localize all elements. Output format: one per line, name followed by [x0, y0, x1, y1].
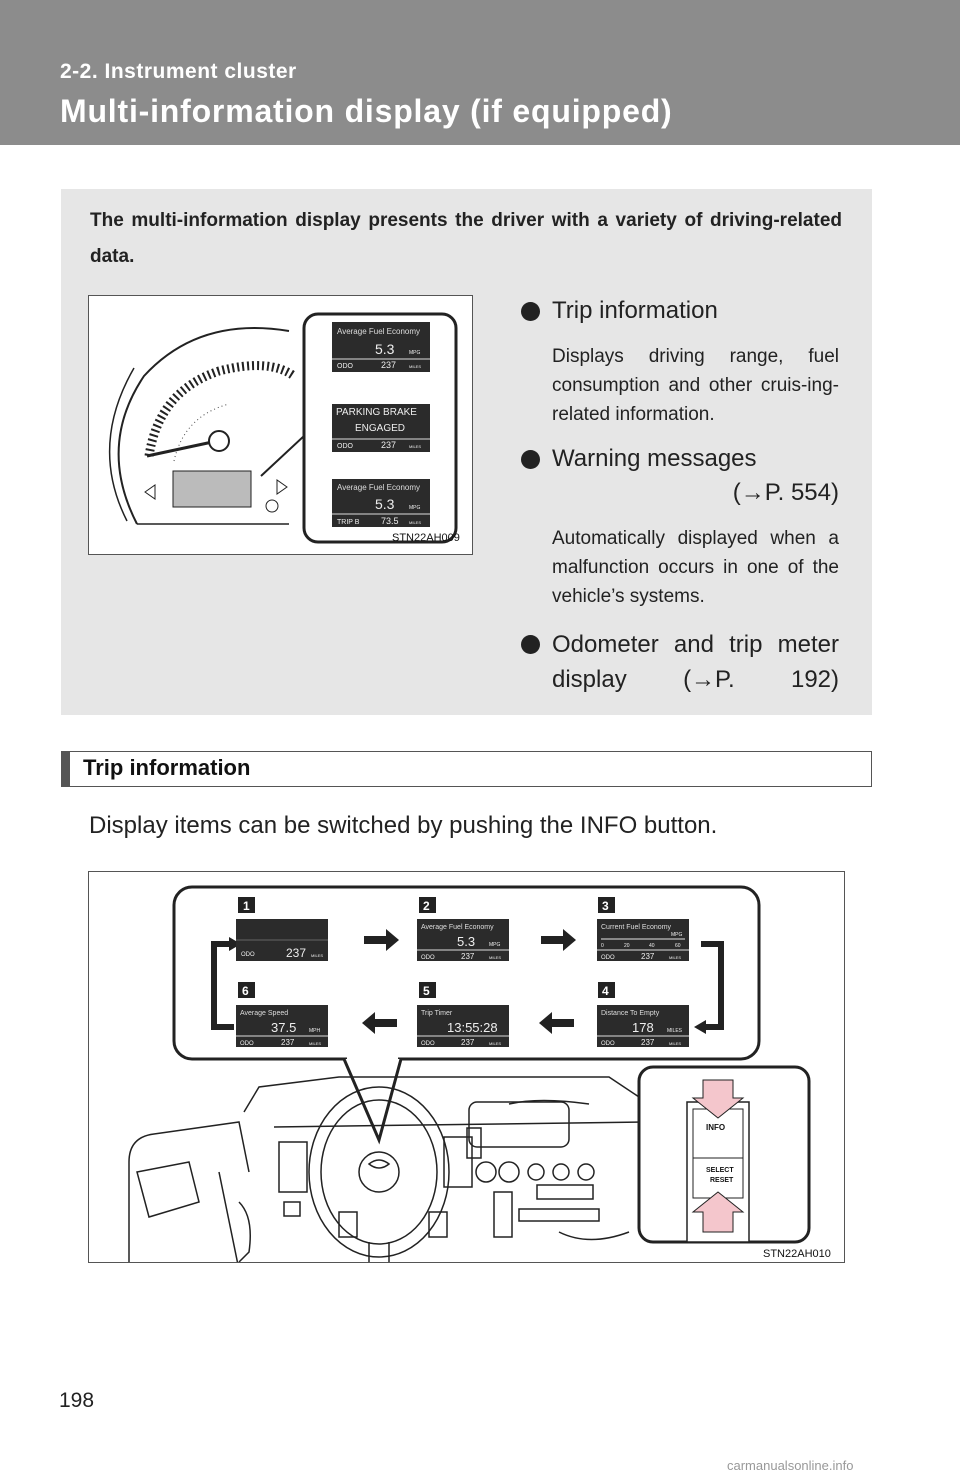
bullet-list: Trip information Displays driving range,…	[521, 294, 839, 697]
screen-6-odo-unit: MILES	[309, 1041, 321, 1046]
callout-2-line2: ENGAGED	[355, 423, 405, 434]
screen-3-scale-20: 20	[624, 943, 630, 949]
trip-paragraph: Display items can be switched by pushing…	[89, 812, 718, 839]
screen-1-odo-label: ODO	[241, 952, 255, 958]
screen-2-odo-value: 237	[461, 952, 475, 961]
screen-3-title: Current Fuel Economy	[601, 924, 672, 931]
screen-4-title: Distance To Empty	[601, 1010, 660, 1017]
callout-3-odo-value: 73.5	[381, 516, 399, 526]
bullet-desc: Automatically displayed when a malfuncti…	[552, 528, 839, 607]
intro-box: The multi-information display presents t…	[61, 189, 872, 715]
screen-1-number: 1	[243, 899, 250, 913]
figure-code: STN22AH009	[392, 532, 460, 544]
screen-2-odo-unit: MILES	[489, 955, 501, 960]
screen-5-odo-value: 237	[461, 1038, 475, 1047]
watermark[interactable]: carmanualsonline.info	[727, 1458, 854, 1473]
screen-3-number: 3	[602, 899, 609, 913]
screen-2-number: 2	[423, 899, 430, 913]
select-button-label: SELECT	[706, 1167, 734, 1174]
screen-5-number: 5	[423, 984, 430, 998]
page-number: 198	[59, 1389, 95, 1412]
display-cycle-illustration: 1 2 3 4 5 6 ODO 237 MILES Average Fuel E…	[128, 885, 811, 1262]
screen-4-number: 4	[602, 984, 609, 998]
screen-1-unit: MILES	[311, 953, 323, 958]
bullet-ref: (→P. 192)	[683, 666, 840, 693]
section-label: 2-2. Instrument cluster	[60, 60, 297, 83]
screen-1-value: 237	[286, 946, 306, 960]
screen-3-scale-40: 40	[649, 943, 655, 949]
callout-1-odo-unit: MILES	[409, 364, 421, 369]
instrument-cluster-figure: Average Fuel Economy 5.3 MPG ODO 237 MIL…	[88, 295, 473, 555]
reset-button-label: RESET	[710, 1177, 734, 1184]
bullet-item: Trip information Displays driving range,…	[521, 294, 839, 429]
callout-1-odo-value: 237	[381, 360, 396, 370]
screen-6-value: 37.5	[271, 1020, 296, 1035]
callout-2-odo-value: 237	[381, 440, 396, 450]
bullet-ref: (→P. 554)	[732, 479, 839, 506]
callout-3-unit: MPG	[409, 505, 421, 511]
callout-1-odo-label: ODO	[337, 363, 354, 370]
screen-2-title: Average Fuel Economy	[421, 924, 494, 931]
screen-5-odo-unit: MILES	[489, 1041, 501, 1046]
bullet-desc: Displays driving range, fuel consumption…	[552, 346, 839, 425]
cluster-illustration: Average Fuel Economy 5.3 MPG ODO 237 MIL…	[108, 312, 458, 544]
screen-6-odo-value: 237	[281, 1038, 295, 1047]
page-header: 2-2. Instrument cluster Multi-informatio…	[0, 0, 960, 145]
screen-2-value: 5.3	[457, 934, 475, 949]
intro-text: The multi-information display presents t…	[90, 210, 842, 267]
screen-6-title: Average Speed	[240, 1010, 288, 1017]
screen-3-scale-0: 0	[601, 943, 604, 949]
callout-1-value: 5.3	[375, 341, 395, 357]
screen-6-number: 6	[242, 984, 249, 998]
bullet-dot-icon	[521, 450, 540, 469]
page-title: Multi-information display (if equipped)	[60, 93, 673, 129]
screen-4-odo-unit: MILES	[669, 1041, 681, 1046]
bullet-title: Odometer and trip meter display	[552, 631, 839, 693]
screen-2-unit: MPG	[489, 942, 501, 948]
figure-code: STN22AH010	[763, 1248, 831, 1260]
callout-3-value: 5.3	[375, 496, 395, 512]
screen-6-unit: MPH	[309, 1028, 321, 1034]
callout-2-line1: PARKING BRAKE	[336, 407, 417, 418]
bullet-title: Warning messages	[552, 445, 757, 472]
screen-6-odo-label: ODO	[240, 1041, 254, 1047]
trip-info-heading: Trip information	[61, 751, 872, 787]
callout-3-odo-label: TRIP B	[337, 519, 360, 526]
callout-1-title: Average Fuel Economy	[337, 327, 420, 336]
screen-4-unit: MILES	[667, 1028, 683, 1034]
bullet-title: Trip information	[552, 297, 718, 324]
screen-3-odo-label: ODO	[601, 955, 615, 961]
screen-3-unit: MPG	[671, 932, 683, 938]
screen-3-odo-value: 237	[641, 952, 655, 961]
bullet-dot-icon	[521, 302, 540, 321]
screen-2-odo-label: ODO	[421, 955, 435, 961]
callout-3-odo-unit: MILES	[409, 520, 421, 525]
trip-info-heading-text: Trip information	[83, 755, 251, 780]
callout-2-odo-label: ODO	[337, 443, 354, 450]
screen-5-odo-label: ODO	[421, 1041, 435, 1047]
screen-3-scale-60: 60	[675, 943, 681, 949]
dashboard-illustration	[128, 1076, 645, 1262]
screen-4-odo-label: ODO	[601, 1041, 615, 1047]
bullet-item: Warning messages (→P. 554) Automatically…	[521, 442, 839, 611]
heading-bar	[62, 752, 70, 786]
callout-1-unit: MPG	[409, 350, 421, 356]
info-button-label: INFO	[706, 1123, 725, 1132]
screen-5-value: 13:55:28	[447, 1020, 498, 1035]
screen-4-value: 178	[632, 1020, 654, 1035]
callout-3-title: Average Fuel Economy	[337, 483, 420, 492]
screen-4-odo-value: 237	[641, 1038, 655, 1047]
callout-2-odo-unit: MILES	[409, 444, 421, 449]
info-button-figure: 1 2 3 4 5 6 ODO 237 MILES Average Fuel E…	[88, 871, 845, 1263]
screen-3-odo-unit: MILES	[669, 955, 681, 960]
bullet-item: Odometer and trip meter display (→P. 192…	[521, 627, 839, 697]
bullet-dot-icon	[521, 635, 540, 654]
screen-5-title: Trip Timer	[421, 1010, 453, 1017]
